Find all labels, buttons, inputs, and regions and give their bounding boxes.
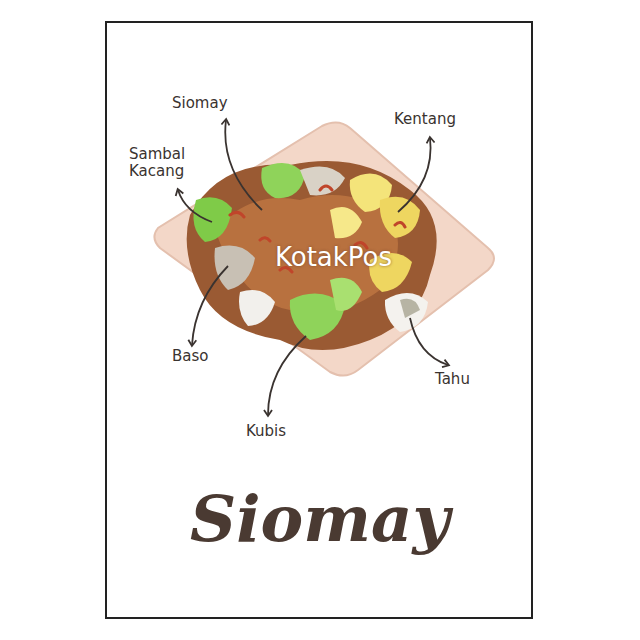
title: Siomay xyxy=(190,481,450,556)
food xyxy=(187,161,437,350)
part-label: Siomay xyxy=(172,95,228,112)
watermark: KotakPos xyxy=(275,243,392,273)
leader-lines xyxy=(178,120,448,415)
part-label: Sambal Kacang xyxy=(129,146,199,181)
plate xyxy=(154,122,494,375)
part-label: Tahu xyxy=(435,371,470,388)
card-border xyxy=(106,22,532,618)
part-label: Kubis xyxy=(246,423,286,440)
part-label: Kentang xyxy=(394,111,456,128)
part-label: Baso xyxy=(172,348,208,365)
